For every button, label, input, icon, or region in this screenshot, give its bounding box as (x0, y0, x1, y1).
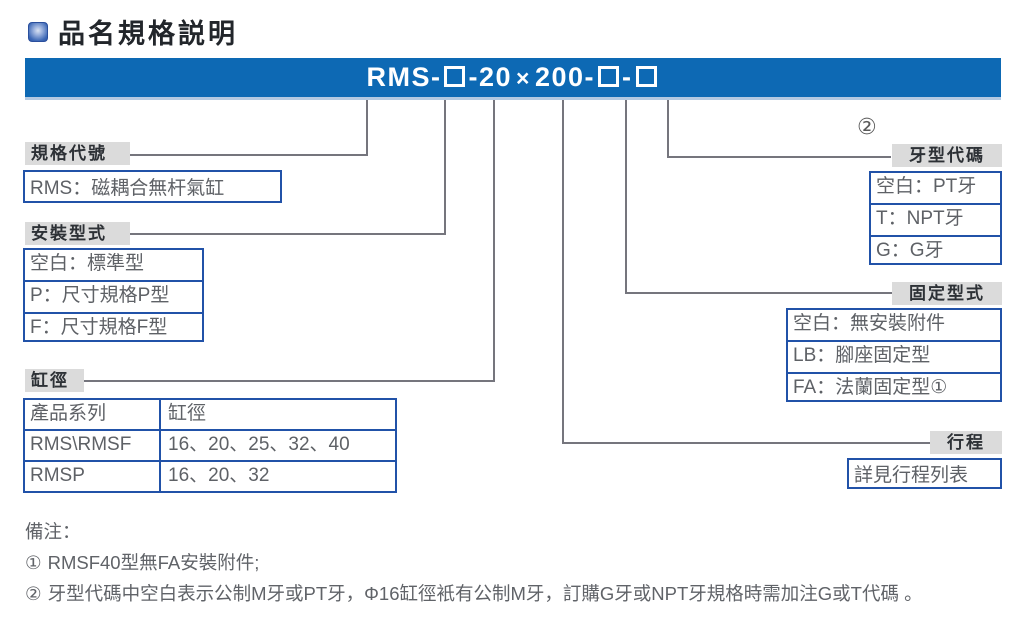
bore-col-header-series: 產品系列 (25, 400, 161, 429)
note-text: RMSF40型無FA安裝附件; (47, 552, 260, 573)
bore-table-row: RMSP 16、20、32 (25, 460, 395, 491)
spec-code-box: RMS：磁耦合無杆氣缸 (23, 170, 282, 203)
callout-line-thread-vertical (667, 100, 669, 158)
page-title: 品名規格説明 (58, 19, 238, 49)
callout-line-fixing-vertical (625, 100, 627, 294)
bore-series-cell: RMS\RMSF (25, 431, 161, 460)
callout-line-bore-horizontal (84, 380, 495, 382)
model-code: RMS--20×200-- (366, 62, 659, 93)
fixing-option: 空白：無安裝附件 (793, 313, 946, 334)
note-marker: ① (25, 552, 42, 573)
note-text: 牙型代碼中空白表示公制M牙或PT牙，Φ16缸徑衹有公制M牙，訂購G牙或NPT牙規… (47, 583, 923, 604)
note-marker: ② (25, 583, 42, 604)
callout-line-spec-vertical (366, 100, 368, 156)
callout-line-stroke-horizontal (562, 442, 931, 444)
mounting-type-box: 空白：標準型 P：尺寸規格P型 F：尺寸規格F型 (23, 248, 204, 342)
stroke-value: 詳見行程列表 (854, 465, 969, 486)
bore-col-header-bore: 缸徑 (168, 403, 207, 424)
callout-line-mounting-vertical (444, 100, 446, 235)
model-code-bar: RMS--20×200-- (25, 58, 1001, 100)
bore-sizes-cell: 16、20、25、32、40 (168, 434, 350, 455)
stroke-box: 詳見行程列表 (847, 458, 1002, 489)
callout-line-thread-horizontal (667, 156, 891, 158)
thread-option: G：G牙 (871, 235, 1000, 267)
thread-note-badge: ② (857, 114, 877, 139)
mounting-option: F：尺寸規格F型 (25, 312, 202, 344)
stroke-label: 行程 (930, 431, 1002, 454)
section-header: 品名規格説明 (28, 12, 238, 51)
fixing-option: FA：法蘭固定型① (788, 372, 1000, 404)
callout-line-spec-horizontal (130, 154, 368, 156)
thread-option: 空白：PT牙 (876, 176, 977, 197)
bore-table-header-row: 產品系列 缸徑 (25, 400, 395, 429)
mounting-option: P：尺寸規格P型 (25, 280, 202, 312)
thread-option: T：NPT牙 (871, 203, 1000, 235)
blue-square-bullet-icon (28, 21, 48, 42)
callout-line-bore-vertical (493, 100, 495, 382)
bore-table-row: RMS\RMSF 16、20、25、32、40 (25, 429, 395, 460)
callout-line-mounting-horizontal (130, 233, 446, 235)
bore-sizes-cell: 16、20、32 (168, 465, 270, 486)
callout-line-stroke-vertical (562, 100, 564, 444)
bore-table: 產品系列 缸徑 RMS\RMSF 16、20、25、32、40 RMSP 16、… (23, 398, 397, 493)
mounting-type-label: 安裝型式 (25, 222, 130, 245)
thread-type-label: 牙型代碼 (892, 144, 1002, 167)
bore-label: 缸徑 (25, 369, 84, 392)
bore-series-cell: RMSP (25, 462, 161, 491)
thread-type-box: 空白：PT牙 T：NPT牙 G：G牙 (869, 171, 1002, 265)
fixing-option: LB：腳座固定型 (788, 340, 1000, 372)
fixing-type-label: 固定型式 (892, 282, 1002, 305)
mounting-option: 空白：標準型 (30, 253, 145, 274)
spec-code-label: 規格代號 (25, 142, 130, 165)
spec-code-value: RMS：磁耦合無杆氣缸 (30, 178, 225, 199)
notes-heading: 備注： (25, 521, 81, 542)
callout-line-fixing-horizontal (625, 292, 893, 294)
fixing-type-box: 空白：無安裝附件 LB：腳座固定型 FA：法蘭固定型① (786, 308, 1002, 402)
